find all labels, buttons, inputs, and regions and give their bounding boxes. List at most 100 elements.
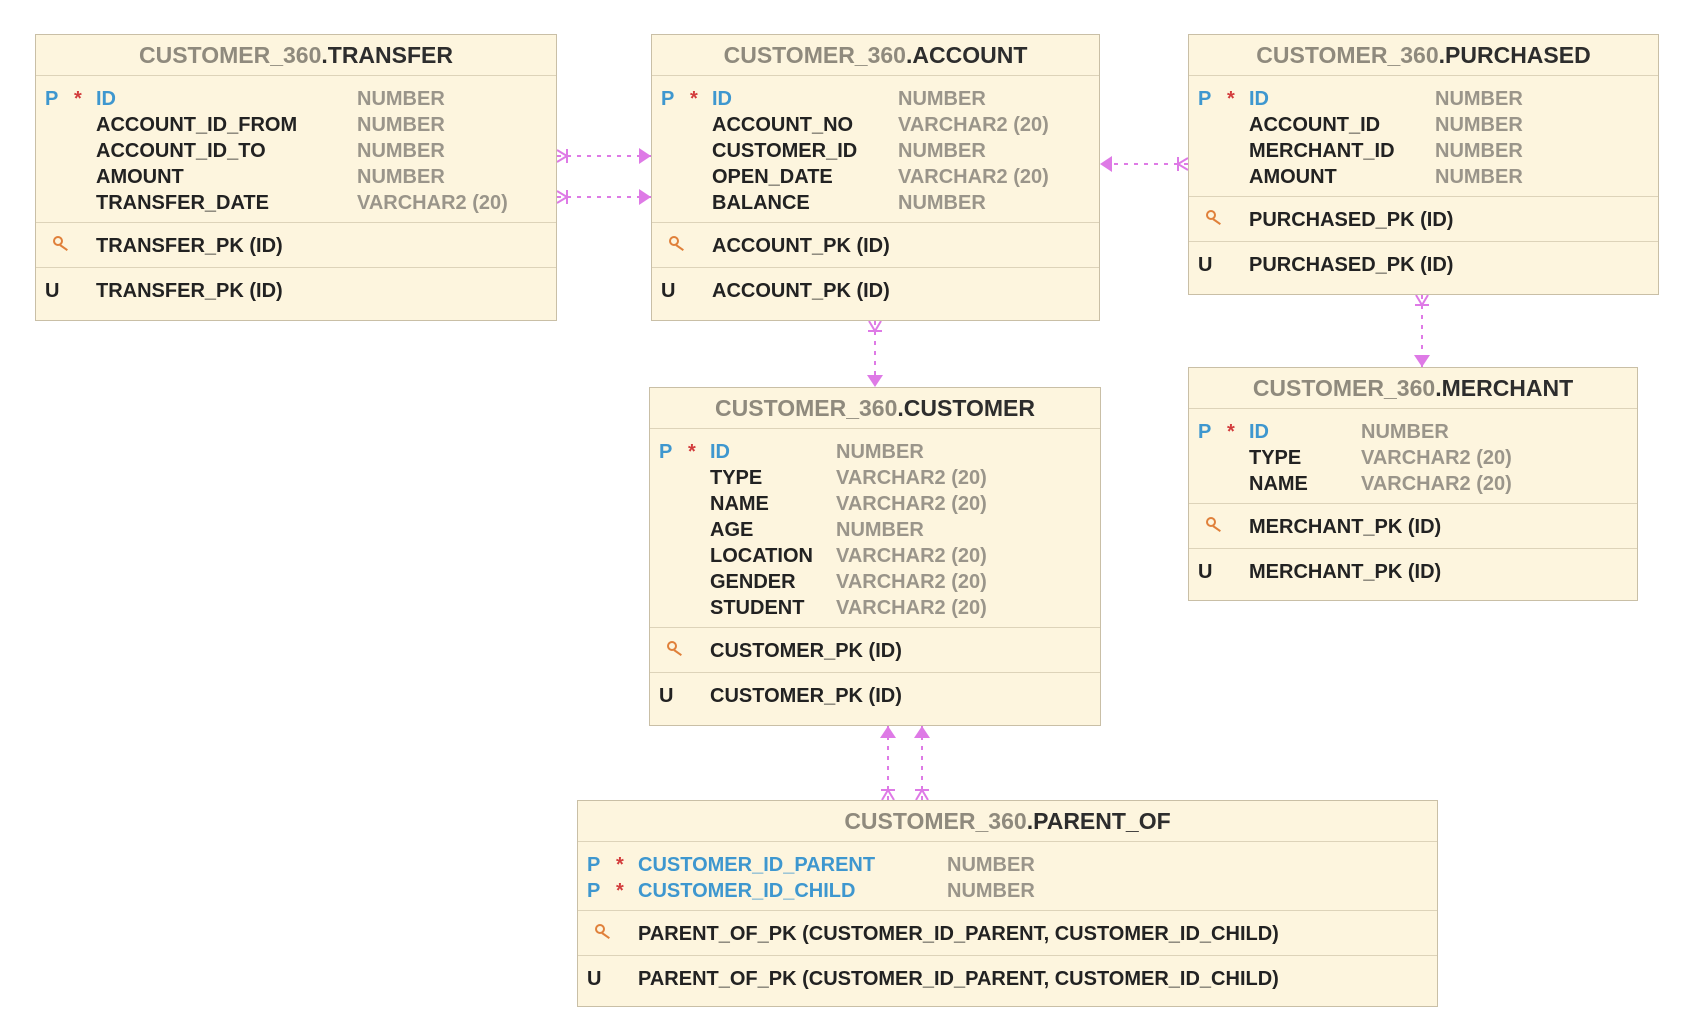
table-title: CUSTOMER_360.CUSTOMER <box>650 388 1100 429</box>
table-title: CUSTOMER_360.PARENT_OF <box>578 801 1437 842</box>
primary-key-name: CUSTOMER_PK (ID) <box>710 640 902 662</box>
column-name: ACCOUNT_ID_FROM <box>96 114 298 136</box>
column-name: TYPE <box>710 467 763 489</box>
unique-marker: U <box>659 685 674 707</box>
unique-marker: U <box>587 968 602 990</box>
column-name: TYPE <box>1249 447 1302 469</box>
primary-key-section: PURCHASED_PK (ID) <box>1189 196 1658 241</box>
column-type: VARCHAR2 (20) <box>836 571 987 593</box>
crows-foot-marker <box>556 190 569 204</box>
key-row: TRANSFER_PK (ID) <box>36 231 556 261</box>
column-type: VARCHAR2 (20) <box>836 493 987 515</box>
unique-key-name: PARENT_OF_PK (CUSTOMER_ID_PARENT, CUSTOM… <box>638 968 1279 990</box>
column-row: AMOUNT NUMBER <box>36 164 556 190</box>
key-icon <box>1205 205 1223 235</box>
table-name: CUSTOMER <box>903 395 1035 421</box>
crows-foot-marker <box>881 788 895 801</box>
schema-name: CUSTOMER_360 <box>844 808 1027 834</box>
schema-name: CUSTOMER_360 <box>1256 42 1439 68</box>
column-name: GENDER <box>710 571 796 593</box>
column-type: NUMBER <box>947 854 1035 876</box>
column-name: BALANCE <box>712 192 810 214</box>
column-name: ID <box>712 88 732 110</box>
column-type: VARCHAR2 (20) <box>1361 473 1512 495</box>
unique-key-name: ACCOUNT_PK (ID) <box>712 280 890 302</box>
unique-marker: U <box>661 280 676 302</box>
schema-name: CUSTOMER_360 <box>715 395 898 421</box>
column-row: MERCHANT_ID NUMBER <box>1189 138 1658 164</box>
key-row: PARENT_OF_PK (CUSTOMER_ID_PARENT, CUSTOM… <box>578 919 1437 949</box>
pk-marker: P <box>1198 421 1212 443</box>
column-name: STUDENT <box>710 597 805 619</box>
column-name: ID <box>1249 88 1269 110</box>
column-type: NUMBER <box>836 441 924 463</box>
column-name: OPEN_DATE <box>712 166 833 188</box>
column-type: NUMBER <box>898 140 986 162</box>
column-row: GENDER VARCHAR2 (20) <box>650 569 1100 595</box>
parent-arrow-marker <box>914 726 930 738</box>
table-name: MERCHANT <box>1441 375 1574 401</box>
table-title: CUSTOMER_360.TRANSFER <box>36 35 556 76</box>
unique-key-name: PURCHASED_PK (ID) <box>1249 254 1454 276</box>
unique-key-section: U PARENT_OF_PK (CUSTOMER_ID_PARENT, CUSTO… <box>578 955 1437 1000</box>
table-parent-of[interactable]: CUSTOMER_360.PARENT_OF P*CUSTOMER_ID_PAR… <box>577 800 1438 1007</box>
title-separator: . <box>897 395 904 421</box>
pk-marker: P <box>45 88 59 110</box>
crows-foot-marker <box>1176 157 1189 171</box>
mandatory-marker: * <box>1227 421 1235 443</box>
schema-name: CUSTOMER_360 <box>139 42 322 68</box>
title-separator: . <box>1026 808 1034 834</box>
unique-key-section: U ACCOUNT_PK (ID) <box>652 267 1099 312</box>
title-separator: . <box>905 42 913 68</box>
column-name: MERCHANT_ID <box>1249 140 1395 162</box>
primary-key-section: PARENT_OF_PK (CUSTOMER_ID_PARENT, CUSTOM… <box>578 910 1437 955</box>
column-type: NUMBER <box>357 166 445 188</box>
unique-marker: U <box>1198 254 1213 276</box>
key-row: CUSTOMER_PK (ID) <box>650 636 1100 666</box>
column-name: AMOUNT <box>96 166 184 188</box>
pk-marker: P <box>587 854 601 876</box>
key-row: PURCHASED_PK (ID) <box>1189 205 1658 235</box>
column-name: CUSTOMER_ID_CHILD <box>638 880 856 902</box>
schema-name: CUSTOMER_360 <box>1252 375 1436 401</box>
primary-key-name: ACCOUNT_PK (ID) <box>712 235 890 257</box>
pk-marker: P <box>661 88 675 110</box>
column-type: NUMBER <box>1435 140 1523 162</box>
table-title: CUSTOMER_360.MERCHANT <box>1189 368 1637 409</box>
unique-key-name: CUSTOMER_PK (ID) <box>710 685 902 707</box>
unique-key-section: U PURCHASED_PK (ID) <box>1189 241 1658 286</box>
table-name: PURCHASED <box>1445 42 1591 68</box>
key-icon <box>666 636 684 666</box>
crows-foot-marker <box>1415 294 1429 307</box>
key-row: MERCHANT_PK (ID) <box>1189 512 1637 542</box>
column-type: NUMBER <box>947 880 1035 902</box>
parent-arrow-marker <box>867 375 883 387</box>
column-type: VARCHAR2 (20) <box>1361 447 1512 469</box>
column-name: ID <box>710 441 730 463</box>
pk-marker: P <box>587 880 601 902</box>
key-icon <box>594 919 612 949</box>
parent-arrow-marker <box>639 189 651 205</box>
key-row: U ACCOUNT_PK (ID) <box>652 276 1099 306</box>
primary-key-section: ACCOUNT_PK (ID) <box>652 222 1099 267</box>
